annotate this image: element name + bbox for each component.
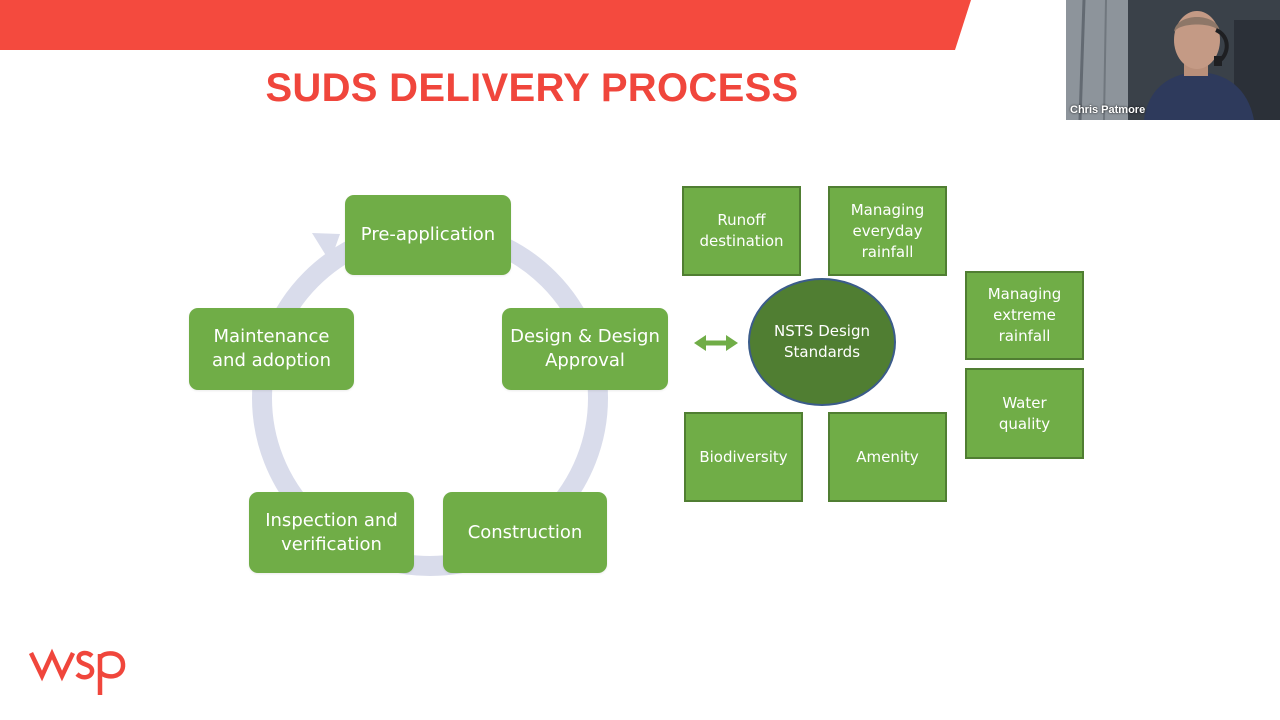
standard-label-line-2: extreme [993, 306, 1056, 324]
slide-title: SUDS DELIVERY PROCESS [265, 66, 799, 110]
standard-runoff-destination: Runoff destination [682, 186, 801, 276]
standard-managing-extreme-rainfall: Managing extreme rainfall [965, 271, 1084, 360]
standard-label-line-1: Water [1002, 393, 1047, 412]
standard-label-line-1: Managing [987, 285, 1062, 303]
step-label-line-1: Maintenance [213, 326, 330, 347]
step-label-line-2: and adoption [212, 350, 331, 371]
standard-label-line-1: Managing [850, 200, 925, 219]
standard-label-line-2: destination [699, 232, 784, 250]
cycle-arrowhead-icon [312, 233, 340, 262]
standard-label: Amenity [856, 447, 919, 466]
top-banner [0, 0, 971, 50]
participant-name-label: Chris Patmore [1070, 104, 1146, 116]
standard-label-line-1: Runoff [717, 211, 766, 229]
step-label-line-2: Approval [545, 350, 625, 371]
step-label-line-1: Design & Design [510, 326, 660, 347]
nsts-design-standards-ellipse: NSTS Design Standards [748, 278, 896, 406]
step-label-line-1: Inspection and [265, 509, 398, 531]
double-arrow-icon [694, 335, 738, 351]
standard-label-line-3: rainfall [861, 242, 914, 261]
cycle-step-construction: Construction [443, 492, 607, 573]
standard-biodiversity: Biodiversity [684, 412, 803, 502]
cycle-step-maintenance-adoption: Maintenance and adoption [189, 308, 354, 390]
ellipse-label-line-1: NSTS [773, 322, 814, 340]
cycle-step-pre-application: Pre-application [345, 195, 511, 275]
webcam-thumbnail[interactable]: Chris Patmore [1066, 0, 1280, 120]
ellipse-label-line-2: Design [818, 322, 870, 340]
standard-managing-everyday-rainfall: Managing everyday rainfall [828, 186, 947, 276]
ellipse-label-line-3: Standards [783, 343, 861, 361]
step-label: Construction [467, 521, 583, 543]
standard-label: Biodiversity [699, 447, 788, 466]
participant-video [1066, 0, 1280, 120]
cycle-step-design-approval: Design & Design Approval [502, 308, 668, 390]
step-label: Pre-application [360, 224, 496, 245]
standard-water-quality: Water quality [965, 368, 1084, 459]
standard-label-line-3: rainfall [998, 327, 1051, 345]
cycle-step-inspection-verification: Inspection and verification [249, 492, 414, 573]
standard-label-line-2: quality [998, 414, 1051, 433]
step-label-line-2: verification [281, 533, 382, 555]
standard-amenity: Amenity [828, 412, 947, 502]
standard-label-line-2: everyday [852, 221, 923, 240]
wsp-logo [28, 648, 126, 695]
